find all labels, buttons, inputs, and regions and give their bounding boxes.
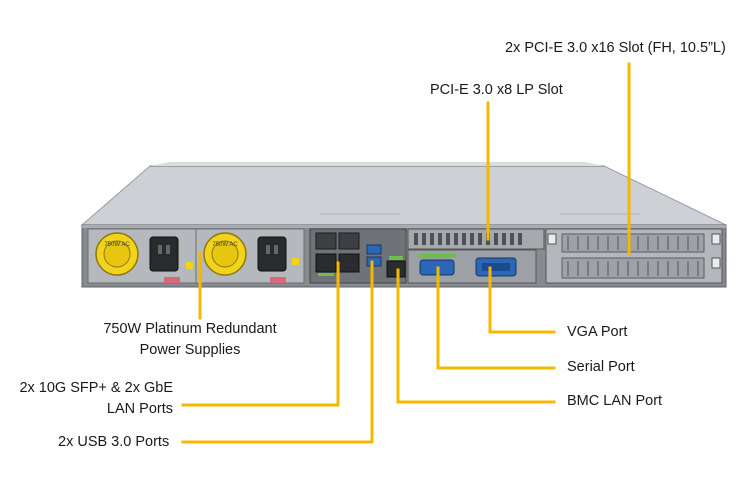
label-lan-ports-line1: 2x 10G SFP+ & 2x GbE <box>19 380 173 396</box>
label-power-supplies-line1: 750W Platinum Redundant <box>103 321 277 337</box>
label-bmc-lan-port: BMC LAN Port <box>567 393 663 409</box>
callout-line-vga <box>488 266 556 334</box>
usb-port-2 <box>366 256 382 267</box>
label-power-supplies: 750W Platinum Redundant Power Supplies <box>80 319 300 361</box>
psu-2-fan-label: 750W AC <box>212 242 238 248</box>
usb-port-1 <box>366 244 382 255</box>
psu-1-power-socket <box>149 236 179 272</box>
pcie-x8-lp-slot <box>407 228 545 250</box>
gbe-port-1 <box>315 253 337 273</box>
psu-2-power-socket <box>257 236 287 272</box>
psu-2: 750W AC <box>195 228 305 284</box>
callout-line-lan <box>181 261 340 407</box>
callout-line-bmc <box>396 268 556 404</box>
label-pcie-x16-slot: 2x PCI-E 3.0 x16 Slot (FH, 10.5”L) <box>505 40 726 56</box>
sfp-port-1 <box>315 232 337 250</box>
gbe-port-2 <box>338 253 360 273</box>
callout-lines <box>181 62 631 444</box>
label-usb-ports: 2x USB 3.0 Ports <box>58 434 170 450</box>
psu-1-fan-label: 750W AC <box>104 242 130 248</box>
label-lan-ports-line2: LAN Ports <box>106 401 173 417</box>
label-lan-ports: 2x 10G SFP+ & 2x GbE LAN Ports <box>0 378 173 420</box>
label-vga-port: VGA Port <box>567 324 628 340</box>
label-power-supplies-line2: Power Supplies <box>139 342 241 358</box>
sfp-port-2 <box>338 232 360 250</box>
callout-line-usb <box>181 260 374 444</box>
callout-line-serial <box>436 266 556 370</box>
label-pcie-x8-lp-slot: PCI-E 3.0 x8 LP Slot <box>430 82 563 98</box>
psu-1: 750W AC <box>87 228 201 284</box>
pcie-x16-slots <box>545 228 723 284</box>
bmc-lan-port <box>386 260 406 278</box>
label-serial-port: Serial Port <box>567 359 635 375</box>
